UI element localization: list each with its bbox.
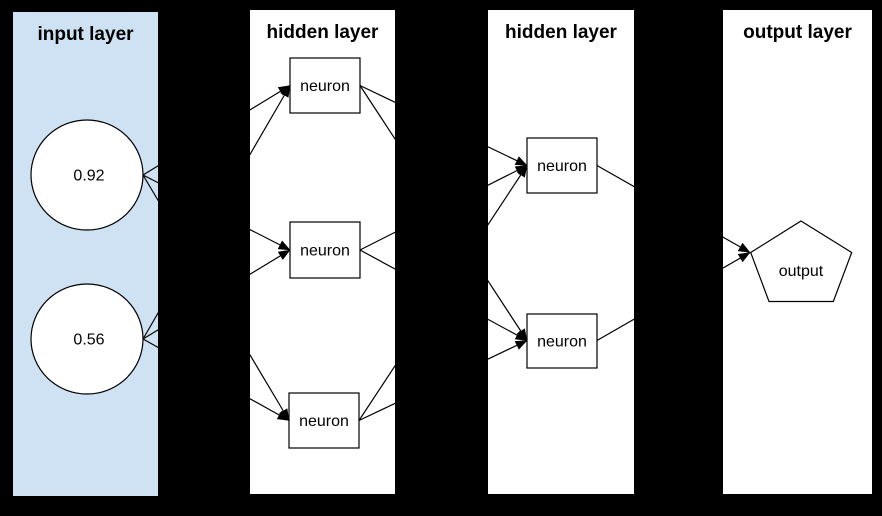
- arrow-input2-to-hidden1-3: [142, 338, 290, 422]
- hidden2-neuron-1-label: neuron: [537, 158, 587, 175]
- arrow-hidden1-3-to-hidden2-2: [358, 339, 528, 422]
- input-node-2-label: 0.56: [73, 332, 104, 349]
- arrow-hidden1-1-to-hidden2-2: [359, 85, 528, 342]
- output-node-label: output: [779, 263, 824, 280]
- output-node-pentagon: [749, 220, 853, 303]
- hidden1-neuron-1-label: neuron: [300, 78, 350, 95]
- arrow-hidden1-2-to-hidden2-2: [359, 249, 528, 342]
- hidden2-neuron-2-box: [526, 313, 598, 369]
- arrow-input2-to-hidden1-2: [142, 249, 291, 340]
- arrow-input1-to-hidden1-3: [142, 174, 290, 422]
- input-layer-panel: [13, 12, 158, 496]
- arrow-hidden1-1-to-hidden2-1: [359, 84, 528, 167]
- arrow-hidden2-2-to-output: [596, 251, 751, 342]
- output-layer-title: output layer: [743, 22, 852, 43]
- hidden1-neuron-3-label: neuron: [299, 413, 349, 430]
- hidden1-neuron-3-box: [288, 392, 360, 449]
- input-layer-title: input layer: [37, 24, 134, 45]
- input-node-1-label: 0.92: [73, 168, 104, 185]
- hidden-layer-1-title: hidden layer: [267, 22, 380, 43]
- arrow-hidden1-3-to-hidden2-1: [358, 164, 528, 421]
- arrow-hidden2-1-to-output: [596, 164, 751, 254]
- hidden1-neuron-2-label: neuron: [300, 243, 350, 260]
- hidden2-neuron-2-label: neuron: [537, 334, 587, 351]
- arrow-input1-to-hidden1-1: [142, 84, 291, 176]
- arrow-hidden1-2-to-hidden2-1: [359, 164, 528, 251]
- hidden-layer-2-panel: [488, 10, 634, 494]
- hidden2-neuron-1-box: [526, 137, 598, 194]
- hidden-layer-2-title: hidden layer: [505, 22, 618, 43]
- arrow-input2-to-hidden1-1: [142, 84, 291, 340]
